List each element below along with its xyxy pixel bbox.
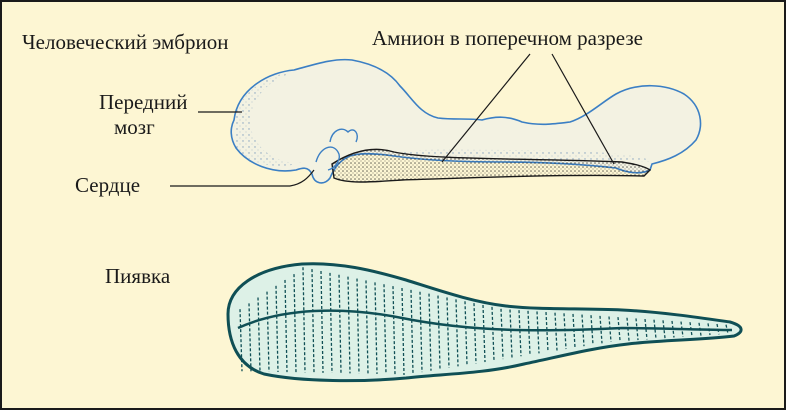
forebrain-label-line1: Передний xyxy=(99,92,187,113)
heart-label: Сердце xyxy=(75,175,140,196)
leech-label: Пиявка xyxy=(105,266,170,287)
leech-drawing xyxy=(228,264,741,381)
figure-title: Человеческий эмбрион xyxy=(22,32,228,53)
human-embryo-drawing xyxy=(231,60,700,183)
forebrain-label-line2: мозг xyxy=(114,117,155,138)
amnion-label: Амнион в поперечном разрезе xyxy=(372,28,643,49)
